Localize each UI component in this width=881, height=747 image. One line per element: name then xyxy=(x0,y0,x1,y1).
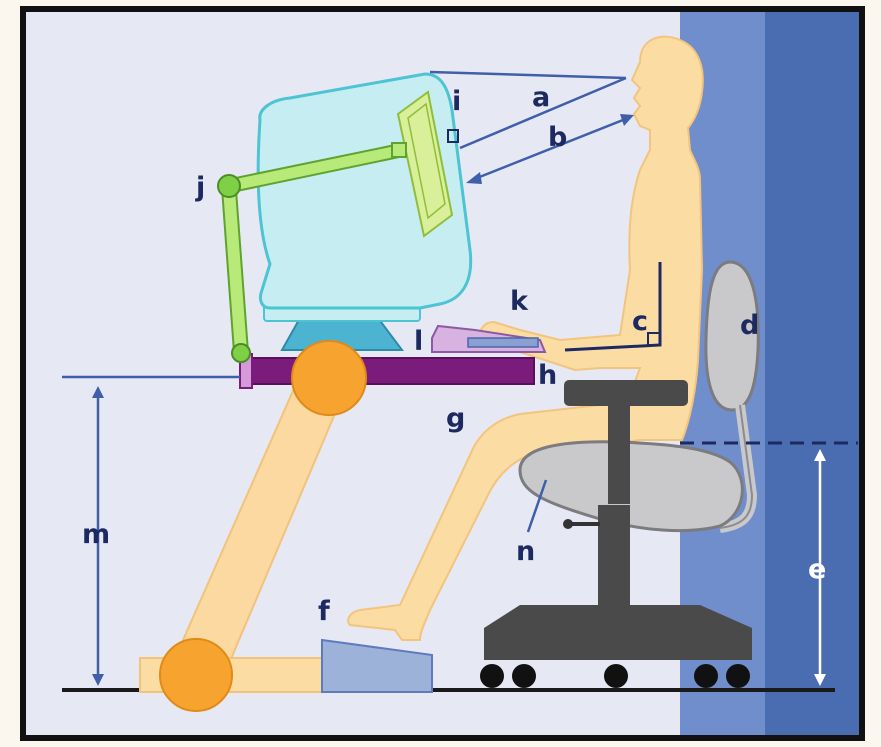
label-j: j xyxy=(195,172,205,203)
arm-upper-joint xyxy=(218,175,240,197)
label-h: h xyxy=(538,360,557,391)
caster xyxy=(694,664,718,688)
label-f: f xyxy=(318,596,330,627)
label-g: g xyxy=(446,403,465,434)
caster xyxy=(480,664,504,688)
caster xyxy=(726,664,750,688)
label-c: c xyxy=(632,306,648,337)
chair-armrest xyxy=(564,380,688,406)
keyboard-keys xyxy=(468,338,538,347)
armrest-post xyxy=(608,404,630,504)
desk-surface xyxy=(244,358,534,384)
caster xyxy=(604,664,628,688)
label-a: a xyxy=(532,82,550,113)
label-l: l xyxy=(414,326,423,357)
label-n: n xyxy=(516,536,535,567)
desk-joint-upper xyxy=(292,341,366,415)
label-i: i xyxy=(452,86,461,117)
chair-base xyxy=(484,605,752,660)
chair-cylinder xyxy=(598,505,630,605)
label-e: e xyxy=(808,554,826,585)
caster xyxy=(512,664,536,688)
arm-lower-joint xyxy=(232,344,250,362)
label-b: b xyxy=(548,122,567,153)
label-k: k xyxy=(510,286,529,317)
label-d: d xyxy=(740,310,759,341)
label-m: m xyxy=(82,519,110,550)
wall-edge xyxy=(765,12,859,735)
desk-joint-lower xyxy=(160,639,232,711)
